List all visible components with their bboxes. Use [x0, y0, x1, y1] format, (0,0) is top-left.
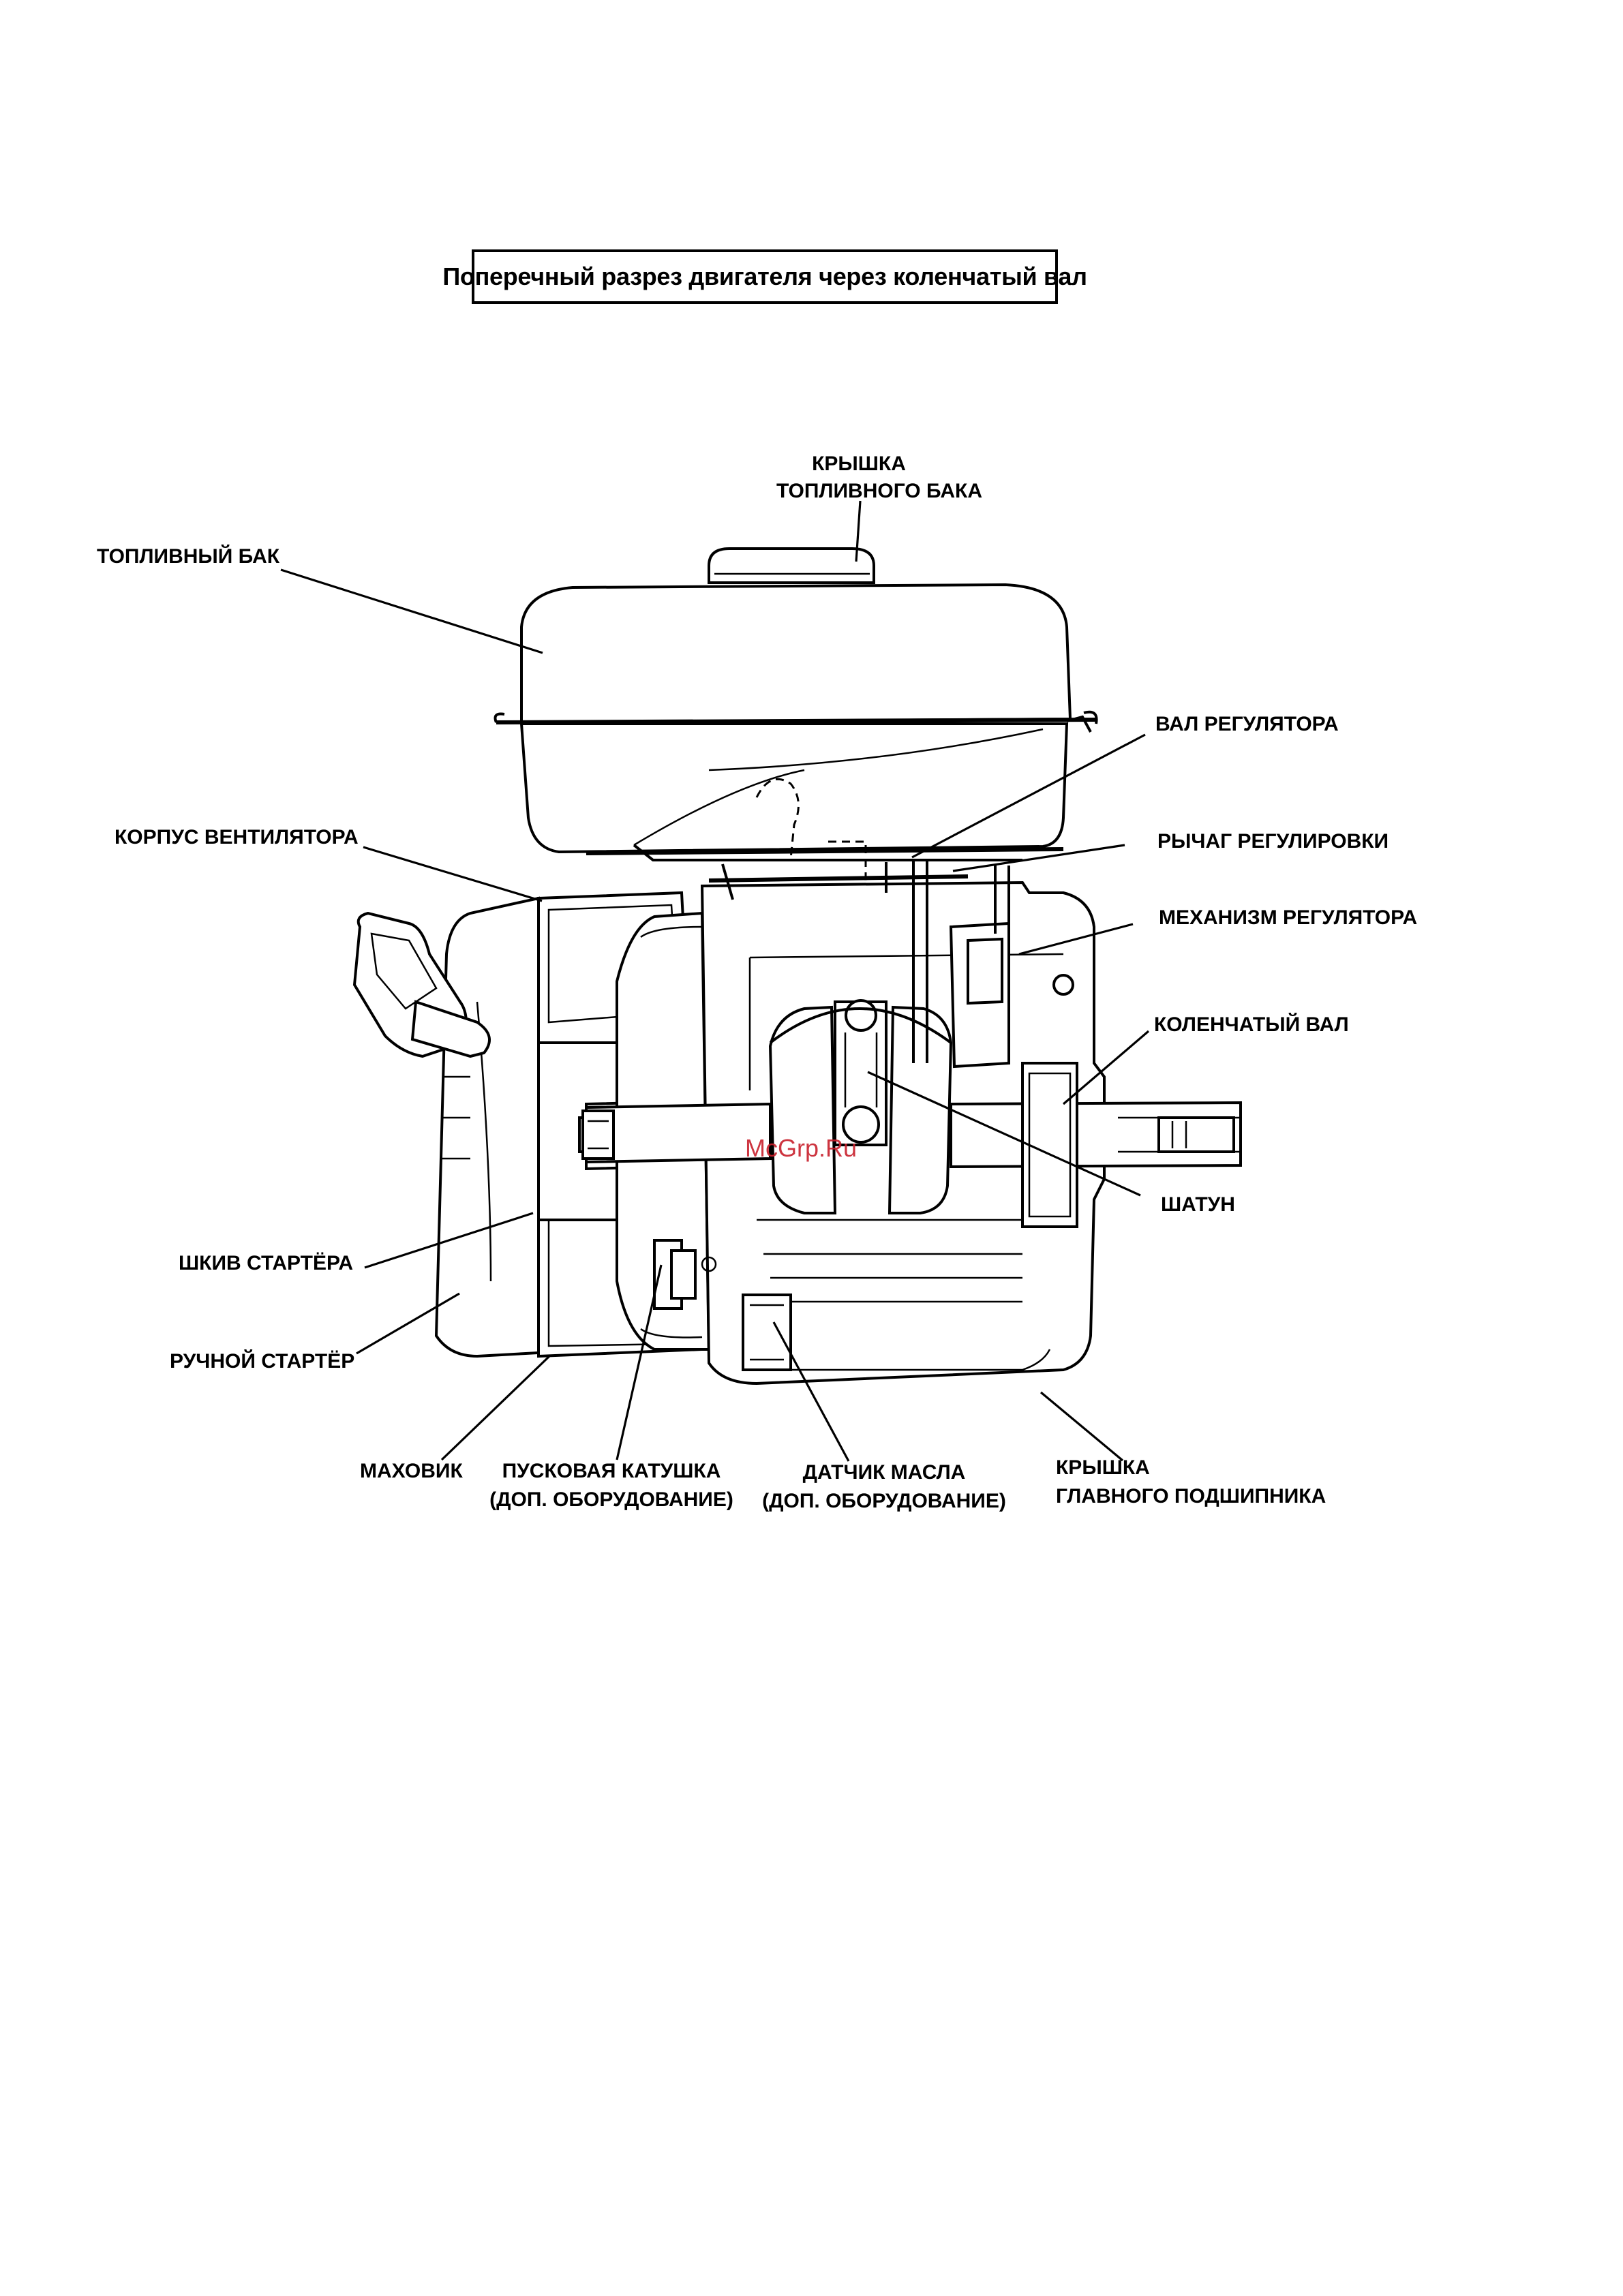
watermark-text: McGrp.Ru — [745, 1134, 858, 1162]
label-control-lever: РЫЧАГ РЕГУЛИРОВКИ — [1157, 830, 1389, 853]
label-main-bearing-cover: КРЫШКА ГЛАВНОГО ПОДШИПНИКА — [1056, 1456, 1326, 1507]
leader-fan-cover — [363, 846, 543, 902]
label-recoil-starter: РУЧНОЙ СТАРТЁР — [170, 1350, 355, 1373]
leader-ignition-coil — [616, 1264, 663, 1460]
leader-governor-shaft — [911, 733, 1146, 859]
leader-starter-pulley — [364, 1212, 534, 1269]
leader-recoil-starter — [356, 1292, 460, 1355]
label-governor-shaft: ВАЛ РЕГУЛЯТОРА — [1155, 713, 1339, 735]
leader-fuel-tank — [280, 568, 543, 654]
page-title: Поперечный разрез двигателя через коленч… — [442, 249, 1087, 304]
leader-governor-mechanism — [1018, 923, 1134, 955]
label-fan-cover: КОРПУС ВЕНТИЛЯТОРА — [115, 826, 359, 848]
leader-control-lever — [952, 844, 1125, 872]
label-starter-pulley: ШКИВ СТАРТЁРА — [179, 1252, 354, 1274]
leader-lines — [280, 500, 1150, 1462]
label-oil-sensor: ДАТЧИК МАСЛА (ДОП. ОБОРУДОВАНИЕ) — [762, 1461, 1006, 1512]
label-flywheel: МАХОВИК — [360, 1460, 463, 1482]
label-governor-mechanism: МЕХАНИЗМ РЕГУЛЯТОРА — [1159, 906, 1418, 929]
fuel-tank-shape — [494, 547, 1098, 881]
leader-flywheel — [440, 1355, 551, 1461]
leader-main-bearing-cover — [1040, 1391, 1124, 1462]
engine-body-shape — [352, 859, 1242, 1386]
label-connecting-rod: ШАТУН — [1161, 1193, 1235, 1216]
label-ignition-coil: ПУСКОВАЯ КАТУШКА (ДОП. ОБОРУДОВАНИЕ) — [489, 1460, 733, 1511]
label-crankshaft: КОЛЕНЧАТЫЙ ВАЛ — [1154, 1013, 1349, 1036]
leader-connecting-rod — [867, 1071, 1141, 1197]
leader-oil-sensor — [772, 1321, 850, 1462]
label-fuel-tank-cap-line2: ТОПЛИВНОГО БАКА — [776, 480, 983, 502]
label-fuel-tank-cap: КРЫШКА — [812, 453, 906, 475]
leader-crankshaft — [1062, 1030, 1150, 1105]
label-fuel-tank: ТОПЛИВНЫЙ БАК — [97, 545, 280, 568]
leader-fuel-tank-cap — [855, 500, 862, 562]
